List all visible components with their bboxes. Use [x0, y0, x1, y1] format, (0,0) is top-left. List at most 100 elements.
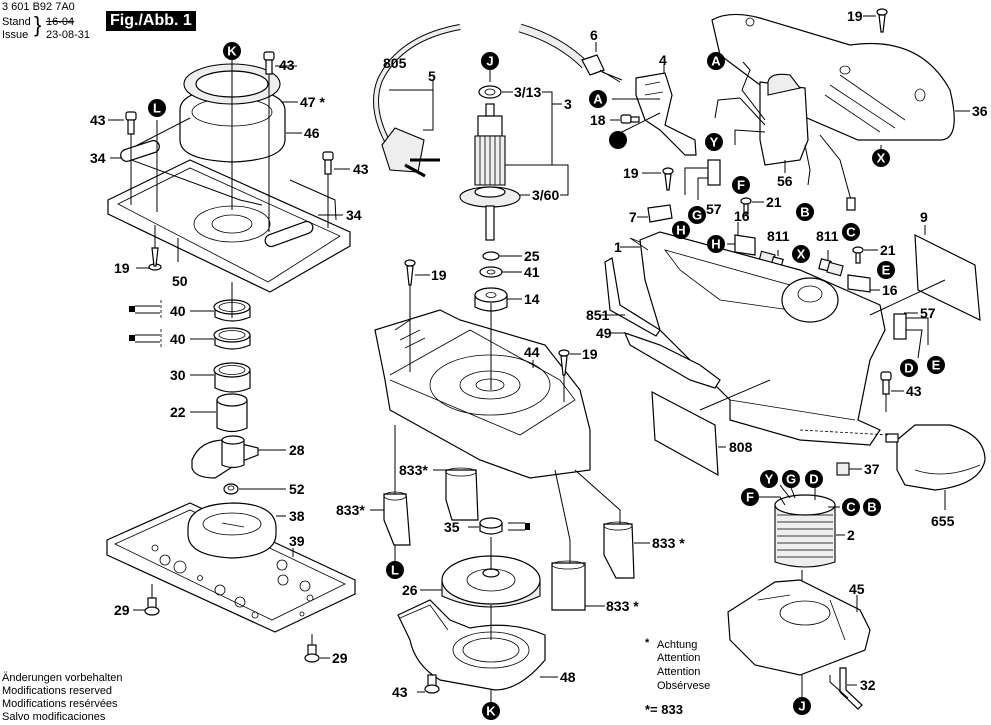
- label-5: 5: [428, 68, 436, 84]
- label-50: 50: [172, 273, 188, 289]
- label-14: 14: [524, 291, 540, 307]
- callout-y: Y: [760, 470, 778, 488]
- label-40: 40: [170, 303, 186, 319]
- svg-text:E: E: [882, 263, 891, 278]
- fan-26: [441, 555, 541, 608]
- label-43: 43: [353, 161, 369, 177]
- label-4: 4: [659, 52, 667, 68]
- ring-25: [482, 251, 500, 261]
- figure-title: Fig./Abb. 1: [106, 11, 196, 31]
- plug: [381, 127, 440, 178]
- callout-a: A: [589, 90, 607, 108]
- center-assembly: [370, 23, 650, 703]
- plate-38: [187, 502, 277, 559]
- callout-e: E: [877, 261, 895, 279]
- power-cord-805: [373, 24, 461, 152]
- label-29: 29: [114, 602, 130, 618]
- part-number-labels: 43 47 * 46 43 43 34 34 19 50 40 40 30 22…: [90, 8, 988, 700]
- top-cover-36: [711, 13, 955, 141]
- screw-43-housing: [880, 371, 892, 395]
- screw-43-right: [322, 151, 334, 175]
- label-21: 21: [880, 242, 896, 258]
- label-9: [914, 234, 981, 322]
- dust-filter-833-c: [603, 521, 635, 579]
- label-19: 19: [114, 260, 130, 276]
- screw-43-left: [125, 111, 137, 135]
- note-marker: *: [645, 637, 650, 649]
- label-37: 37: [864, 461, 880, 477]
- plate-holes: [151, 544, 314, 619]
- washer-41: [479, 266, 503, 278]
- issue-label: Issue: [2, 29, 29, 41]
- dust-box-655: [885, 424, 986, 491]
- svg-text:C: C: [846, 500, 856, 515]
- label-2: 2: [847, 527, 855, 543]
- note-line-4: Obsérvese: [657, 680, 711, 692]
- svg-text:F: F: [746, 490, 754, 505]
- bracket-7: [647, 204, 673, 223]
- label-18: 18: [590, 112, 606, 128]
- callout-a: A: [707, 52, 725, 70]
- document-number: 3 601 B92 7A0: [2, 1, 75, 13]
- label-34: 34: [90, 150, 106, 166]
- label-1: 1: [614, 239, 622, 255]
- bearing-stack: [106, 282, 356, 663]
- label-833: 833*: [399, 462, 428, 478]
- seal-35: [479, 517, 503, 535]
- label-32: 32: [860, 677, 876, 693]
- screw-19-housing-right: [558, 349, 570, 376]
- key-32: [839, 667, 863, 710]
- switch-4: [635, 72, 697, 156]
- base-plate-assembly: [107, 51, 351, 293]
- right-assembly: [600, 8, 986, 710]
- bearing-icon-upper: [129, 300, 162, 318]
- svg-text:J: J: [486, 54, 493, 69]
- label-38: 38: [289, 508, 305, 524]
- screw-21-right: [852, 246, 864, 264]
- bearing-icon-lower: [129, 329, 162, 347]
- svg-text:L: L: [391, 563, 399, 578]
- label-49: 49: [596, 325, 612, 341]
- svg-text:B: B: [867, 500, 876, 515]
- connector: [846, 197, 856, 211]
- strain-relief: [581, 54, 605, 76]
- label-3: 3: [564, 96, 572, 112]
- motor-housing-1: [629, 231, 886, 446]
- brush-holder-57-right: [893, 313, 929, 359]
- label-3-60: 3/60: [532, 187, 559, 203]
- callout-h: H: [672, 221, 690, 239]
- label-851: 851: [586, 307, 610, 323]
- note-line-3: Attention: [657, 666, 701, 678]
- svg-text:A: A: [711, 54, 721, 69]
- sleeve-22: [216, 393, 248, 433]
- callout-c: C: [842, 223, 860, 241]
- screw-19-cover: [876, 8, 888, 33]
- label-43: 43: [392, 684, 408, 700]
- svg-text:C: C: [846, 225, 856, 240]
- svg-text:B: B: [800, 205, 809, 220]
- screw-18: [620, 114, 640, 124]
- label-26: 26: [402, 582, 418, 598]
- label-39: 39: [289, 533, 305, 549]
- label-811: 811: [816, 228, 839, 244]
- label-44: 44: [524, 344, 540, 360]
- brace: }: [34, 12, 42, 37]
- label-19: 19: [847, 8, 863, 24]
- label-808: 808: [729, 439, 753, 455]
- brush-card-16-right: [847, 274, 871, 293]
- fan-housing-48: [397, 599, 546, 691]
- callout-blank: [609, 131, 627, 149]
- svg-text:K: K: [486, 704, 496, 719]
- note-line-1: Achtung: [657, 639, 698, 651]
- label-46: 46: [304, 125, 320, 141]
- callout-k: K: [482, 702, 500, 720]
- label-21: 21: [766, 194, 782, 210]
- svg-text:G: G: [692, 208, 702, 223]
- label-19: 19: [623, 165, 639, 181]
- plate-50: [107, 159, 351, 293]
- sanding-plate-39: [106, 502, 356, 633]
- svg-text:X: X: [877, 151, 886, 166]
- footer-line-en: Modifications reserved: [2, 685, 113, 697]
- svg-text:D: D: [809, 472, 818, 487]
- callout-e: E: [927, 356, 945, 374]
